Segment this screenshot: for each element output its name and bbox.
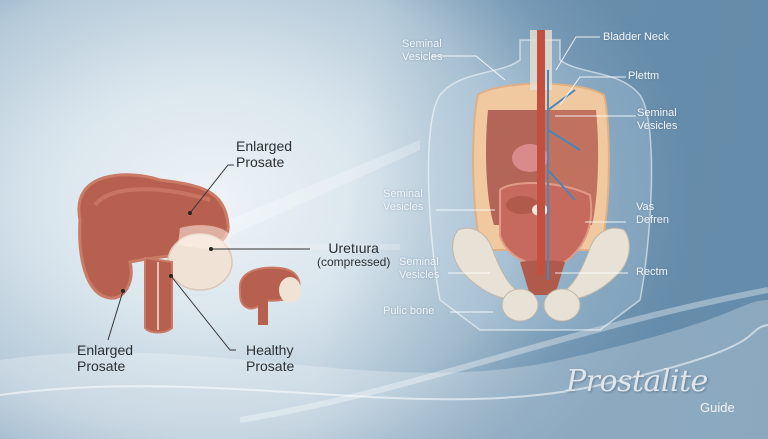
label-bladder-neck: Bladder Neck [603,31,670,43]
enlarged-prostate-illustration [77,173,233,334]
label-enlarged-prostate-top: Enlarged Prosate [236,138,293,171]
label-healthy-prostate: Healthy Prosate [246,342,295,375]
label-vas-defren: Vas Defren [636,201,670,226]
healthy-prostate-illustration [238,266,301,325]
label-seminal-vesicles-3: Seminal Vesicles [383,188,424,213]
label-rectm: Rectm [636,266,668,278]
brand-subtitle: Guide [700,400,735,415]
label-plettm: Plettm [628,70,660,82]
label-seminal-vesicles-2: Seminal Vesicles [637,107,678,132]
torso-anatomy-illustration [427,30,653,331]
label-seminal-vesicles-4: Seminal Vesicles [399,256,440,281]
label-pulic-bone: Pulic bone [383,305,435,317]
wave-decoration [0,300,768,439]
label-enlarged-prostate-bottom: Enlarged Prosate [77,342,134,375]
label-seminal-vesicles-1: Seminal Vesicles [402,38,443,63]
label-urethra: Uretıura (compressed) [317,240,391,270]
brand-logo: Prostalite [566,364,708,399]
